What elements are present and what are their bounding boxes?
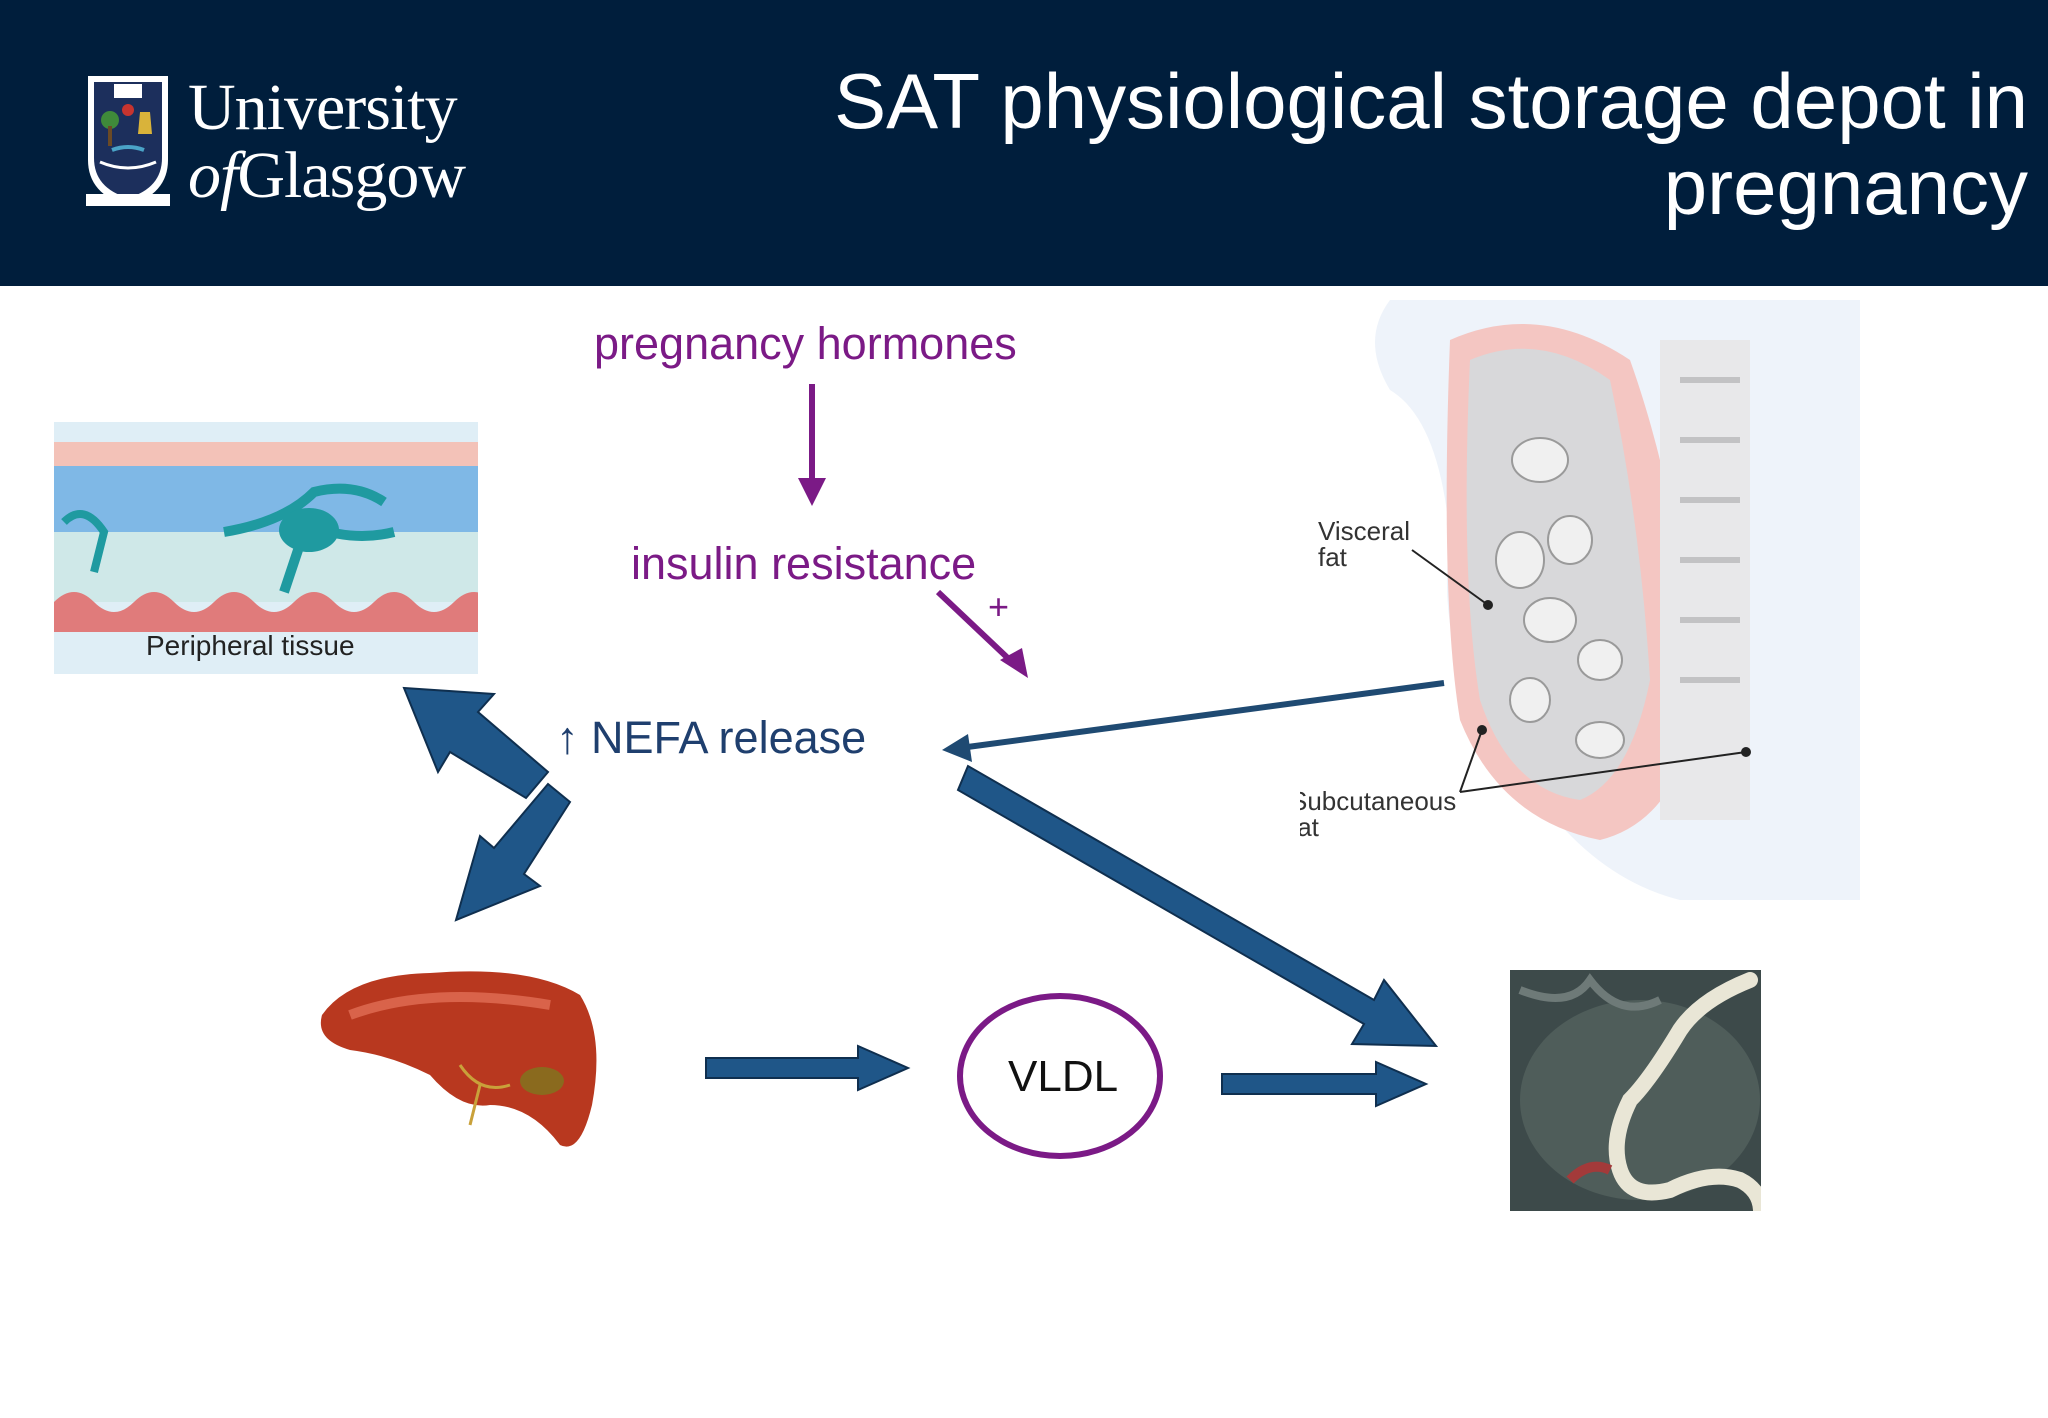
logo-line-2: Glasgow bbox=[237, 139, 466, 212]
logo-line-1: University bbox=[188, 71, 458, 144]
peripheral-tissue-label: Peripheral tissue bbox=[146, 630, 355, 661]
slide-title: SAT physiological storage depot in pregn… bbox=[834, 57, 2028, 231]
liver-to-vldl-arrow bbox=[705, 1044, 911, 1092]
crest-icon bbox=[86, 76, 170, 206]
nefa-to-liver-arrow bbox=[454, 782, 572, 922]
vldl-label: VLDL bbox=[1008, 1052, 1119, 1101]
insulin-arrowhead bbox=[1000, 648, 1028, 678]
nefa-to-peripheral-arrow bbox=[402, 686, 550, 800]
visceral-arrowhead bbox=[942, 734, 972, 762]
peripheral-tissue-image: Peripheral tissue bbox=[54, 422, 478, 674]
visceral-to-nefa-arrow bbox=[959, 680, 1445, 751]
hormones-arrowhead bbox=[798, 478, 826, 506]
insulin-to-nefa-arrow bbox=[935, 589, 1015, 665]
nefa-to-placenta-arrow bbox=[956, 764, 1439, 1048]
visceral-fat-label: Visceral fat bbox=[1318, 516, 1411, 572]
logo-of: of bbox=[188, 139, 238, 212]
abdomen-cross-section-image: Visceral fat Subcutaneous fat bbox=[1300, 300, 1860, 920]
university-logo: University ofGlasgow bbox=[84, 70, 504, 220]
liver-image bbox=[310, 955, 610, 1170]
insulin-resistance-label: insulin resistance bbox=[631, 538, 977, 589]
vldl-to-placenta-arrow bbox=[1221, 1060, 1429, 1108]
placenta-image bbox=[1510, 970, 1761, 1211]
logo-wordmark: University ofGlasgow bbox=[188, 71, 466, 212]
vldl-ellipse bbox=[957, 993, 1163, 1159]
subcutaneous-fat-label: Subcutaneous fat bbox=[1300, 786, 1457, 842]
pregnancy-hormones-label: pregnancy hormones bbox=[594, 318, 1017, 369]
plus-sign: + bbox=[988, 586, 1010, 627]
header-bar: University ofGlasgow SAT physiological s… bbox=[0, 0, 2048, 286]
nefa-release-label: ↑ NEFA release bbox=[556, 712, 867, 763]
